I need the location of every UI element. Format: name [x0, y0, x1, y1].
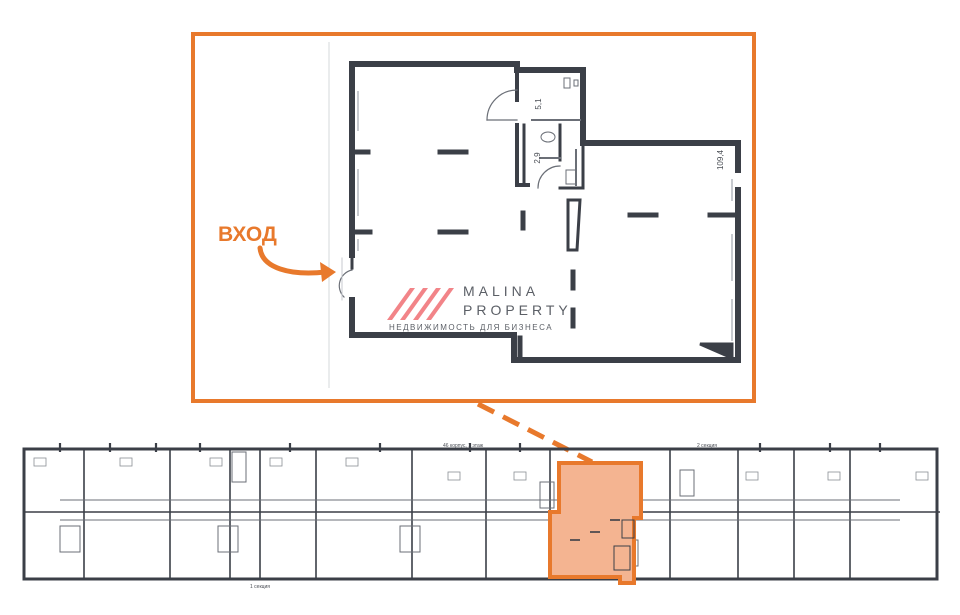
area-label-main-hall: 109,4	[716, 149, 725, 170]
callout-connector	[476, 401, 594, 465]
entrance-arrow-head	[320, 262, 336, 282]
highlighted-unit	[548, 461, 643, 585]
brand-name-line1: MALINA	[463, 283, 539, 299]
outer-wall-top	[349, 61, 741, 173]
wc-fixtures	[540, 77, 579, 185]
entrance-arrow	[257, 245, 329, 276]
brand-name-line2: PROPERTY	[463, 302, 572, 318]
overview-section-left: 1 секция	[250, 584, 270, 590]
callout-frame	[191, 32, 756, 403]
entrance-label: ВХОД	[218, 223, 277, 246]
outer-wall-right	[349, 187, 741, 363]
brand-logo	[387, 288, 454, 320]
building-overview-plan: 46 корпус, 1 этаж 2 секция 1 секция	[22, 443, 940, 590]
area-label-wc2: 2,9	[533, 152, 542, 164]
overview-building-label: 46 корпус, 1 этаж	[443, 443, 484, 449]
area-label-wc1: 5,1	[534, 98, 543, 110]
overview-section-right: 2 секция	[697, 443, 717, 449]
detail-floor-plan	[338, 61, 741, 363]
brand-tagline: НЕДВИЖИМОСТЬ ДЛЯ БИЗНЕСА	[389, 323, 553, 332]
